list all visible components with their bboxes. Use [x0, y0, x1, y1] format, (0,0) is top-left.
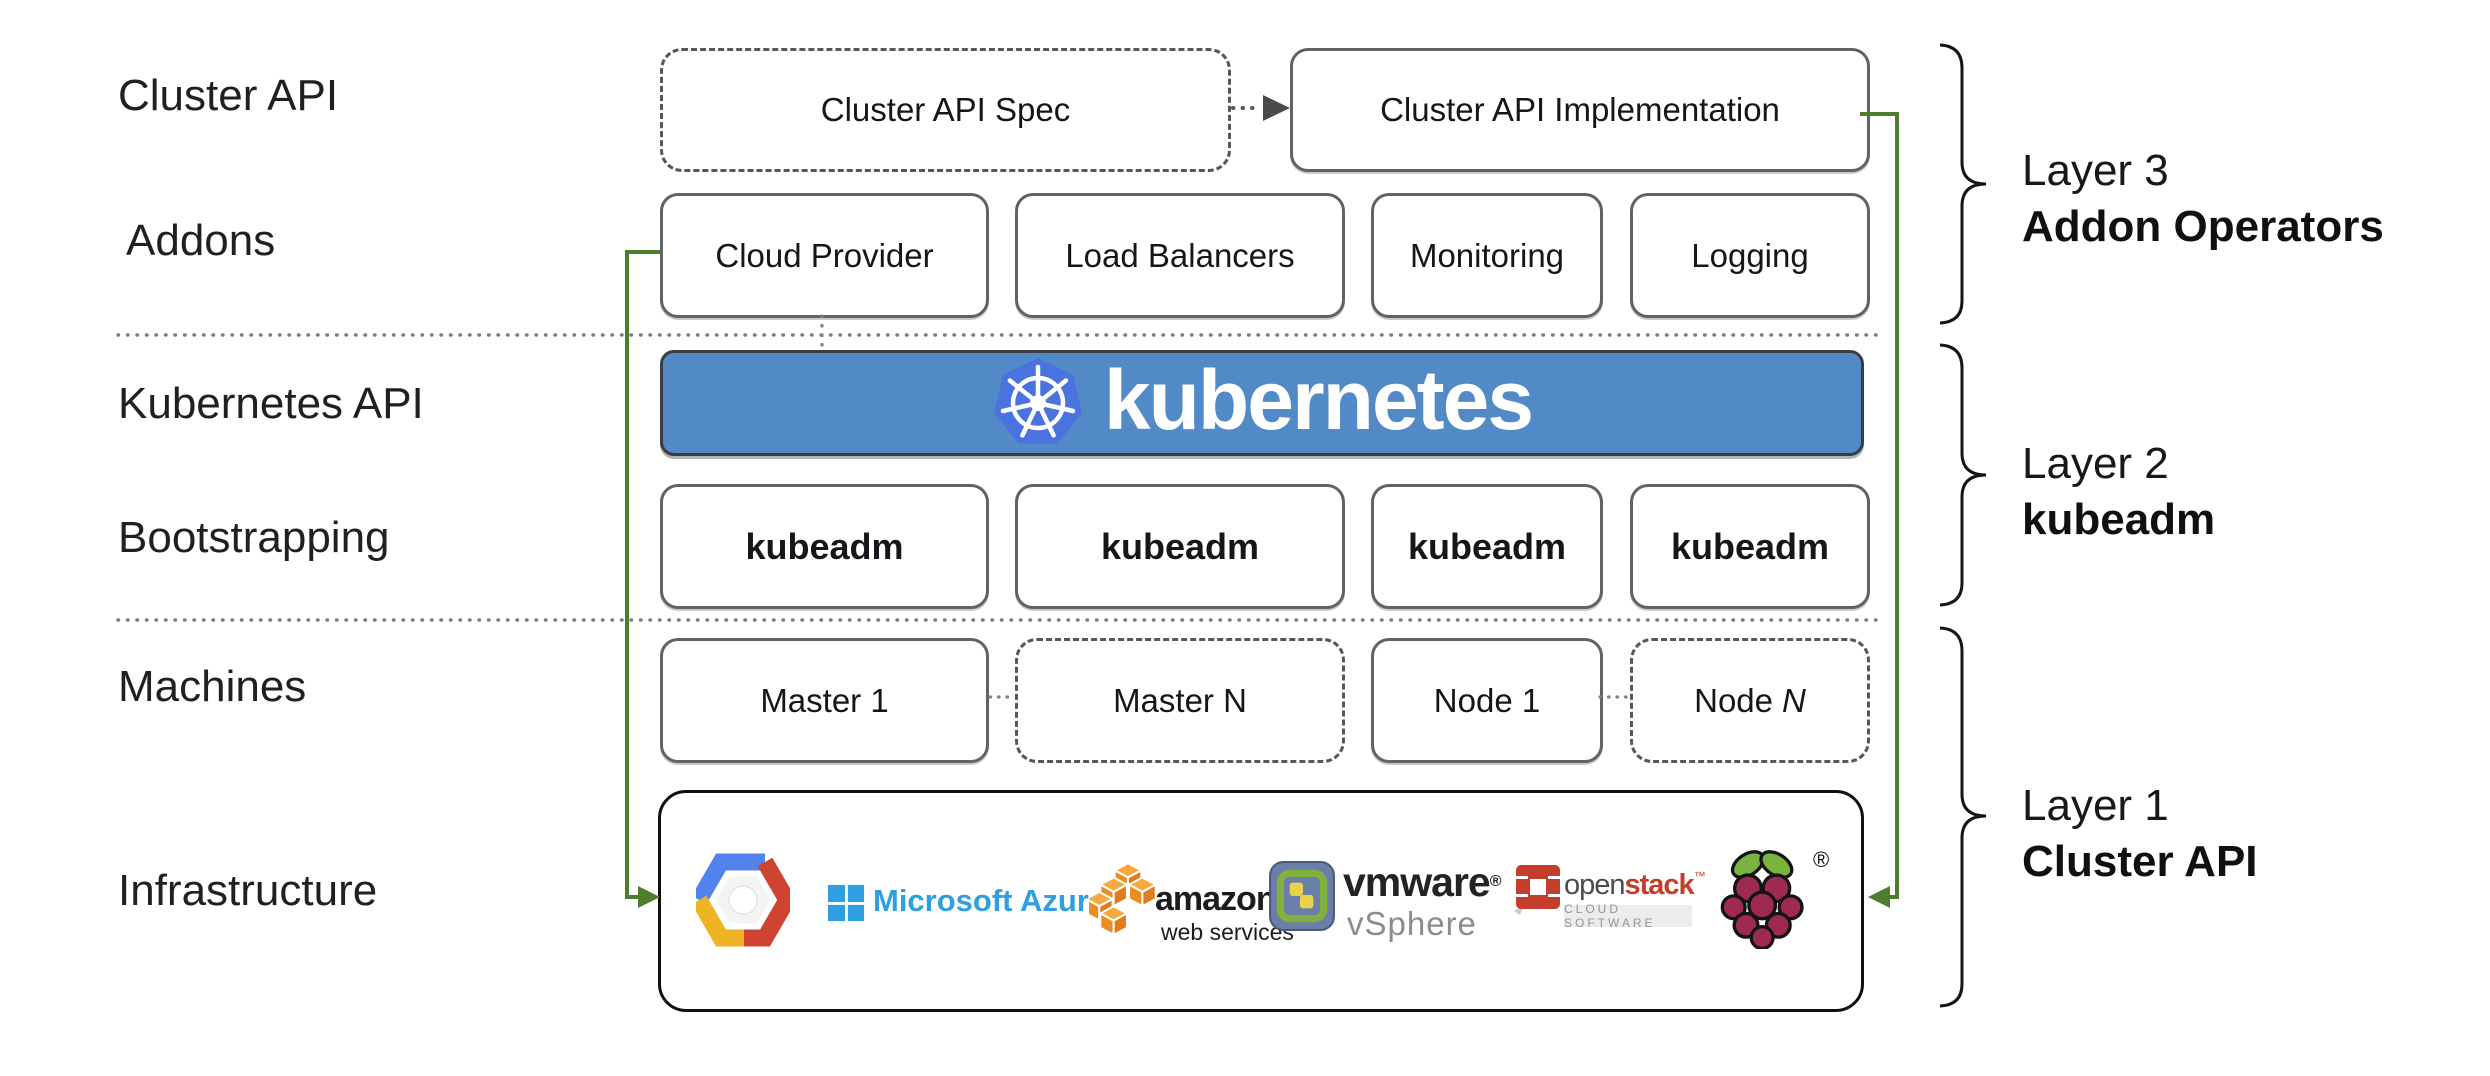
addon-label: Load Balancers: [1065, 236, 1295, 274]
amazon-wordmark: amazon: [1155, 880, 1277, 918]
kubeadm-box-4: kubeadm: [1630, 484, 1870, 609]
aws-cubes-icon: [1089, 862, 1157, 936]
row-label-cluster-api: Cluster API: [118, 71, 339, 120]
kubernetes-logo-icon: [993, 358, 1082, 444]
kubeadm-label: kubeadm: [1100, 525, 1260, 567]
openstack-stack: stack: [1624, 869, 1695, 901]
openstack-tagline: CLOUD SOFTWARE: [1564, 902, 1656, 930]
addon-label: Monitoring: [1409, 236, 1565, 274]
machine-label: Master 1: [760, 681, 889, 719]
addon-box-monitoring: Monitoring: [1371, 193, 1603, 318]
layer3-label: Layer 3 Addon Operators: [2022, 143, 2384, 255]
spec-to-impl-arrowhead-icon: [1263, 95, 1290, 121]
kubeadm-box-1: kubeadm: [660, 484, 989, 609]
layer3-subtitle: Addon Operators: [2022, 202, 2384, 251]
cluster-api-spec-label: Cluster API Spec: [820, 91, 1071, 128]
layer1-subtitle: Cluster API: [2022, 837, 2258, 886]
addon-box-load-balancers: Load Balancers: [1015, 193, 1345, 318]
addon-label: Logging: [1691, 236, 1809, 274]
addon-box-logging: Logging: [1630, 193, 1870, 318]
layer2-title: Layer 2: [2022, 439, 2169, 488]
row-label-infrastructure: Infrastructure: [118, 866, 378, 915]
machine-label: Master N: [1113, 681, 1247, 719]
kubernetes-banner: kubernetes: [660, 350, 1864, 456]
openstack-tagline-bar: CLOUD SOFTWARE: [1564, 902, 1692, 930]
openstack-open: open: [1564, 869, 1626, 901]
layer1-brace: [1939, 626, 1987, 1008]
row-label-kubernetes-api: Kubernetes API: [118, 379, 424, 428]
vmware-wordmark: vmware®: [1343, 861, 1501, 903]
layer2-label: Layer 2 kubeadm: [2022, 436, 2215, 548]
row-label-addons: Addons: [126, 216, 276, 265]
google-cloud-logo: [696, 853, 790, 947]
row-label-bootstrapping: Bootstrapping: [118, 513, 390, 562]
raspberry-pi-registered-mark: ®: [1813, 847, 1830, 872]
left-green-connector: [625, 250, 660, 899]
machine-box-master-1: Master 1: [660, 638, 989, 763]
layer2-brace: [1939, 343, 1987, 607]
left-green-arrowhead-icon: [638, 886, 660, 908]
row-label-machines: Machines: [118, 662, 307, 711]
raspberry-pi-logo: [1720, 850, 1804, 949]
openstack-wordmark: openstack™: [1564, 869, 1706, 902]
vsphere-text: vSphere: [1347, 905, 1477, 942]
kubeadm-label: kubeadm: [1407, 525, 1567, 567]
machine-label: Node: [1694, 681, 1774, 719]
machine-box-node-1: Node 1: [1371, 638, 1603, 763]
layer3-title: Layer 3: [2022, 146, 2169, 195]
openstack-icon: [1514, 865, 1560, 915]
cluster-api-implementation-label: Cluster API Implementation: [1380, 91, 1780, 128]
machine-label: Node 1: [1433, 681, 1541, 719]
machine-box-master-n: Master N: [1015, 638, 1345, 763]
addon-label: Cloud Provider: [715, 236, 934, 274]
vmware-registered-mark: ®: [1489, 873, 1502, 890]
kubeadm-label: kubeadm: [745, 525, 904, 567]
cluster-api-implementation-box: Cluster API Implementation: [1290, 48, 1870, 172]
cluster-api-spec-box: Cluster API Spec: [660, 48, 1231, 172]
microsoft-windows-icon: [827, 884, 865, 922]
vmware-brand: vmware: [1343, 859, 1491, 905]
layer1-label: Layer 1 Cluster API: [2022, 778, 2258, 890]
openstack-trademark: ™: [1693, 869, 1706, 883]
layer1-title: Layer 1: [2022, 781, 2169, 830]
kubeadm-box-3: kubeadm: [1371, 484, 1603, 609]
kubeadm-box-2: kubeadm: [1015, 484, 1345, 609]
microsoft-azure-wordmark: Microsoft Azure: [873, 883, 1107, 918]
addon-box-cloud-provider: Cloud Provider: [660, 193, 989, 318]
kubeadm-label: kubeadm: [1670, 525, 1830, 567]
machine-label-n-italic: N: [1782, 681, 1806, 719]
vmware-vsphere-icon: [1269, 861, 1335, 931]
layer2-subtitle: kubeadm: [2022, 495, 2216, 544]
kubernetes-wordmark: kubernetes: [1103, 353, 1534, 447]
infrastructure-box: Microsoft Azure amazon web services vmwa…: [658, 790, 1864, 1012]
layer3-brace: [1939, 43, 1987, 325]
right-green-arrowhead-icon: [1868, 886, 1890, 908]
